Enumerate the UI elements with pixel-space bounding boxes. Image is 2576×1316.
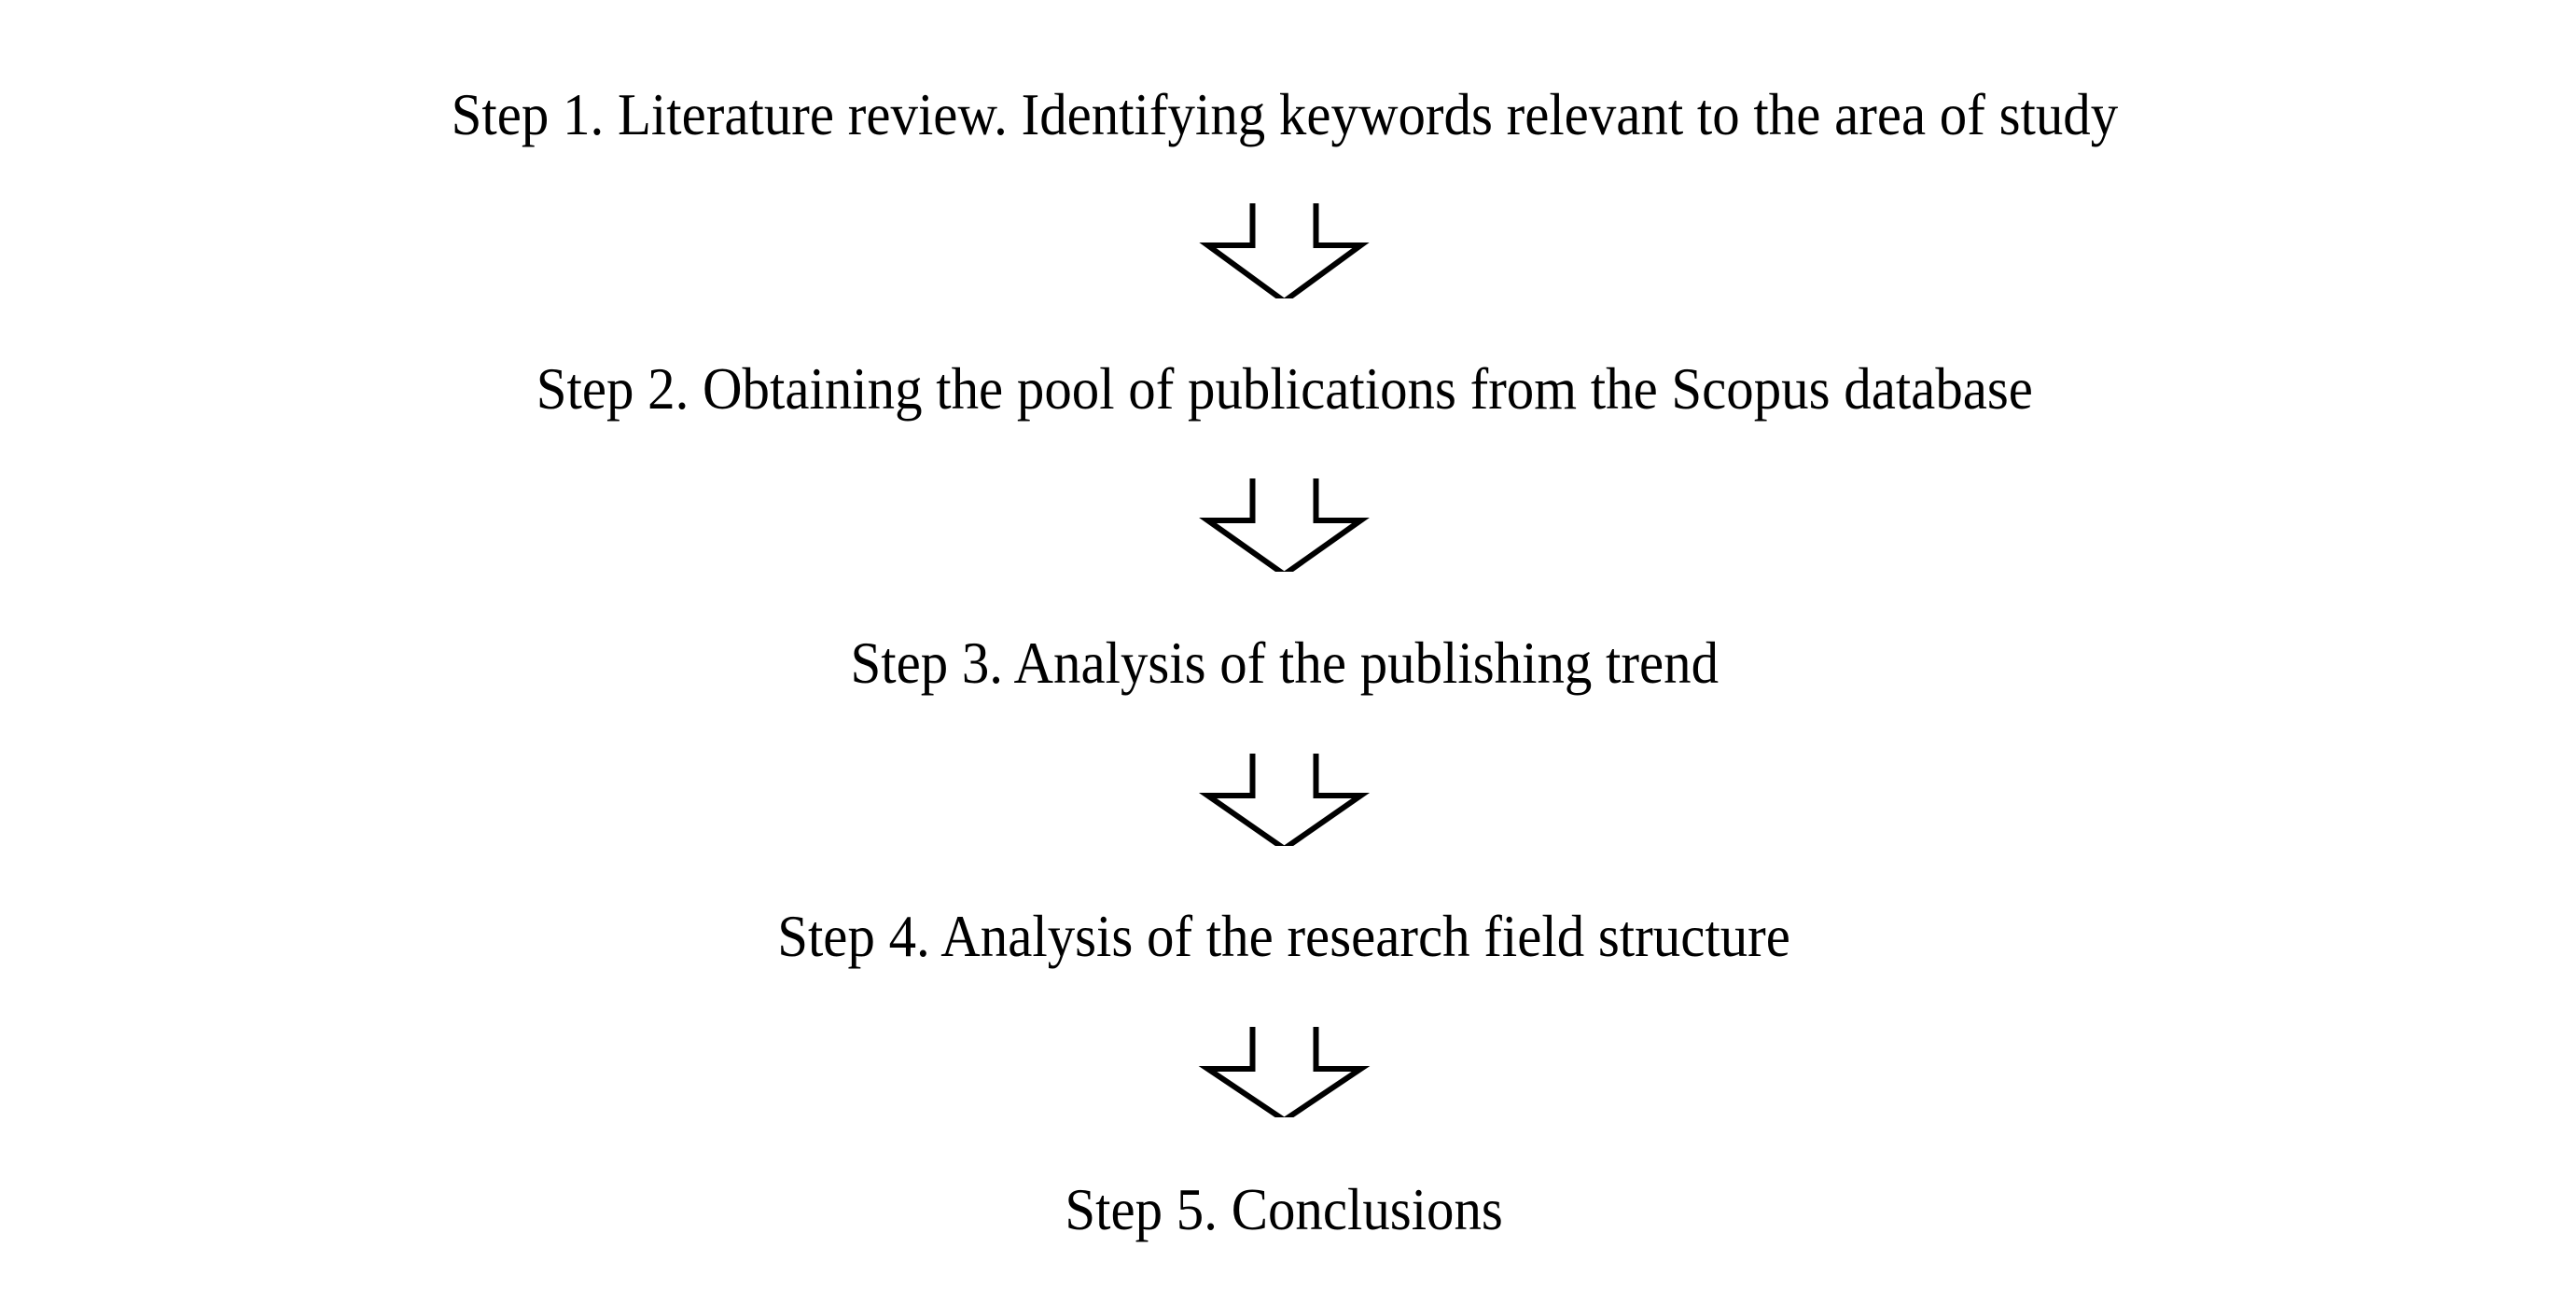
arrow-down-icon-right-half: [1282, 201, 1370, 304]
arrow-down-icon-left-half: [1198, 1024, 1287, 1123]
arrow-down-icon-left-half: [1199, 201, 1287, 304]
step-box-2[interactable]: Step 2. Obtaining the pool of publicatio…: [12, 298, 2556, 478]
step-label-4: Step 4. Analysis of the research field s…: [777, 903, 1791, 970]
step-box-4[interactable]: Step 4. Analysis of the research field s…: [12, 846, 2556, 1027]
arrow-down-icon-right-half: [1282, 751, 1371, 852]
arrow-down-icon-left-half: [1199, 476, 1287, 577]
step-box-3[interactable]: Step 3. Analysis of the publishing trend: [12, 572, 2556, 754]
step-label-2: Step 2. Obtaining the pool of publicatio…: [536, 354, 2033, 422]
step-label-3: Step 3. Analysis of the publishing trend: [850, 629, 1719, 696]
arrow-down-icon-right-half: [1282, 1024, 1371, 1123]
step-box-5[interactable]: Step 5. Conclusions: [12, 1117, 2556, 1301]
arrow-down-icon-right-half: [1282, 476, 1370, 577]
step-label-5: Step 5. Conclusions: [1065, 1175, 1504, 1242]
step-box-1[interactable]: Step 1. Literature review. Identifying k…: [12, 25, 2556, 203]
step-label-1: Step 1. Literature review. Identifying k…: [451, 80, 2118, 147]
arrow-down-icon-left-half: [1198, 751, 1287, 852]
connector-arrow-group: [1198, 201, 1371, 1123]
